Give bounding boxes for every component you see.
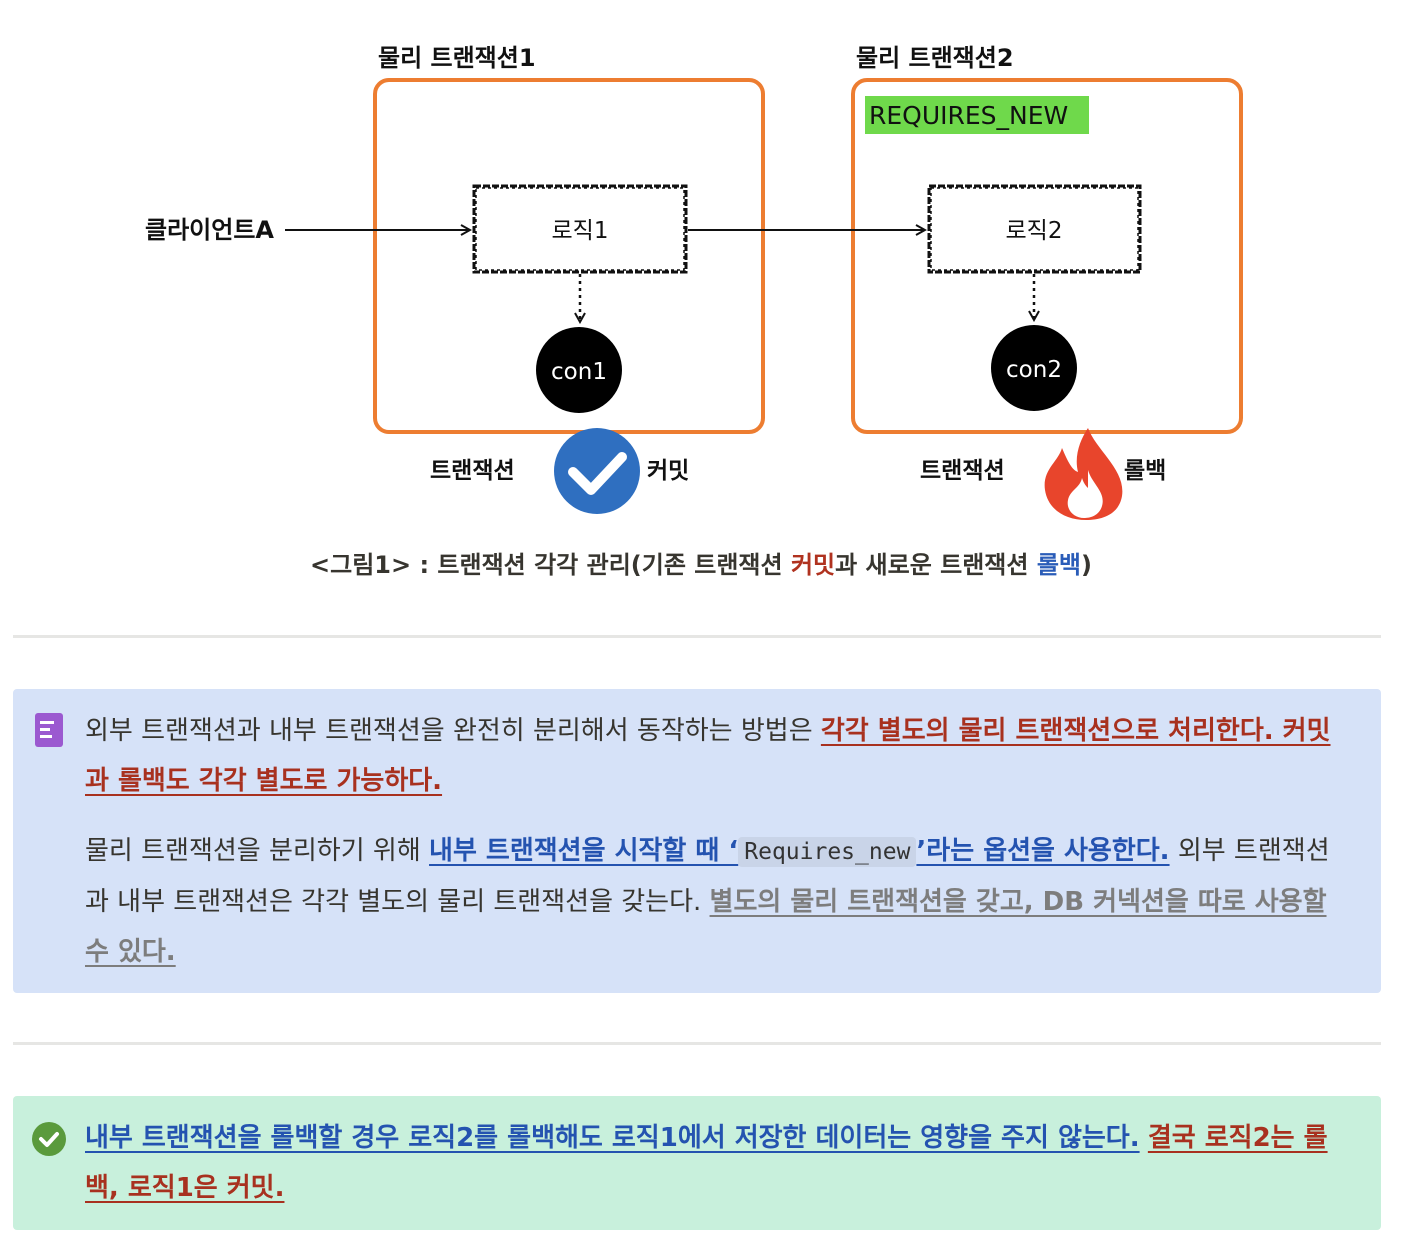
callout1-paragraph2: 물리 트랜잭션을 분리하기 위해 내부 트랜잭션을 시작할 때 ‘Require… xyxy=(85,826,1350,977)
tx2-box xyxy=(851,78,1243,434)
client-label: 클라이언트A xyxy=(145,216,274,244)
requires-new-tag-bg xyxy=(865,96,1089,134)
con1-circle xyxy=(536,327,622,413)
caption-part1: <그림1> : 트랜잭션 각각 관리(기존 트랜잭션 xyxy=(310,551,791,579)
callout2-blue-text: 내부 트랜잭션을 롤백할 경우 로직2를 롤백해도 로직1에서 저장한 데이터는… xyxy=(85,1123,1140,1153)
check-circle-icon xyxy=(32,1122,66,1156)
requires-new-tag: REQUIRES_NEW xyxy=(869,101,1068,130)
transaction-diagram: 물리 트랜잭션1 물리 트랜잭션2 REQUIRES_NEW 클라이언트A 로직… xyxy=(145,44,1243,520)
caption-part3: ) xyxy=(1081,551,1092,579)
tx2-bottom-left-label: 트랜잭션 xyxy=(920,458,1005,484)
logic2-box xyxy=(927,184,1142,274)
callout1-p2-link2: ’라는 옵션을 사용한다. xyxy=(916,836,1170,866)
fire-icon xyxy=(1044,428,1123,520)
tx1-bottom-right-label: 커밋 xyxy=(647,458,689,484)
con2-circle xyxy=(991,325,1077,411)
info-callout: 외부 트랜잭션과 내부 트랜잭션을 완전히 분리해서 동작하는 방법은 각각 별… xyxy=(13,689,1381,993)
requires-new-code: Requires_new xyxy=(738,837,917,867)
callout2-paragraph: 내부 트랜잭션을 롤백할 경우 로직2를 롤백해도 로직1에서 저장한 데이터는… xyxy=(85,1113,1350,1213)
callout1-p2-text2: 외부 트랜잭션과 내부 트랜잭션은 각각 별도의 물리 트랜잭션을 갖는다. xyxy=(85,836,1330,917)
con1-label: con1 xyxy=(551,359,607,385)
callout1-paragraph1: 외부 트랜잭션과 내부 트랜잭션을 완전히 분리해서 동작하는 방법은 각각 별… xyxy=(85,706,1350,806)
callout1-p1-highlight: 각각 별도의 물리 트랜잭션으로 처리한다. 커밋과 롤백도 각각 별도로 가능… xyxy=(85,716,1331,796)
callout1-p1-text: 외부 트랜잭션과 내부 트랜잭션을 완전히 분리해서 동작하는 방법은 xyxy=(85,716,821,746)
con2-label: con2 xyxy=(1006,357,1062,383)
callout2-space xyxy=(1140,1123,1148,1153)
tx2-bottom-right-label: 롤백 xyxy=(1124,458,1166,484)
callout1-p2-gray: 별도의 물리 트랜잭션을 갖고, DB 커넥션을 따로 사용할 수 있다. xyxy=(85,887,1327,967)
callout1-p2-link1: 내부 트랜잭션을 시작할 때 ‘ xyxy=(429,836,739,866)
caption-part2: 과 새로운 트랜잭션 xyxy=(835,551,1037,579)
check-icon xyxy=(554,428,640,514)
callout1-p2-text1: 물리 트랜잭션을 분리하기 위해 xyxy=(85,836,430,866)
tx1-box xyxy=(373,78,765,434)
tx1-bottom-left-label: 트랜잭션 xyxy=(430,458,515,484)
divider-2 xyxy=(13,1042,1381,1045)
logic2-label: 로직2 xyxy=(1006,218,1063,244)
tx1-title: 물리 트랜잭션1 xyxy=(378,44,536,72)
figure-caption: <그림1> : 트랜잭션 각각 관리(기존 트랜잭션 커밋과 새로운 트랜잭션 … xyxy=(0,545,1402,580)
tx2-title: 물리 트랜잭션2 xyxy=(856,44,1014,72)
callout2-red-text: 결국 로직2는 롤백, 로직1은 커밋. xyxy=(85,1123,1328,1203)
logic1-box xyxy=(472,184,688,274)
document-icon xyxy=(35,713,63,747)
summary-callout: 내부 트랜잭션을 롤백할 경우 로직2를 롤백해도 로직1에서 저장한 데이터는… xyxy=(13,1096,1381,1230)
caption-rollback: 롤백 xyxy=(1036,551,1081,579)
divider-1 xyxy=(13,635,1381,638)
caption-commit: 커밋 xyxy=(790,551,836,579)
logic1-label: 로직1 xyxy=(552,218,609,244)
